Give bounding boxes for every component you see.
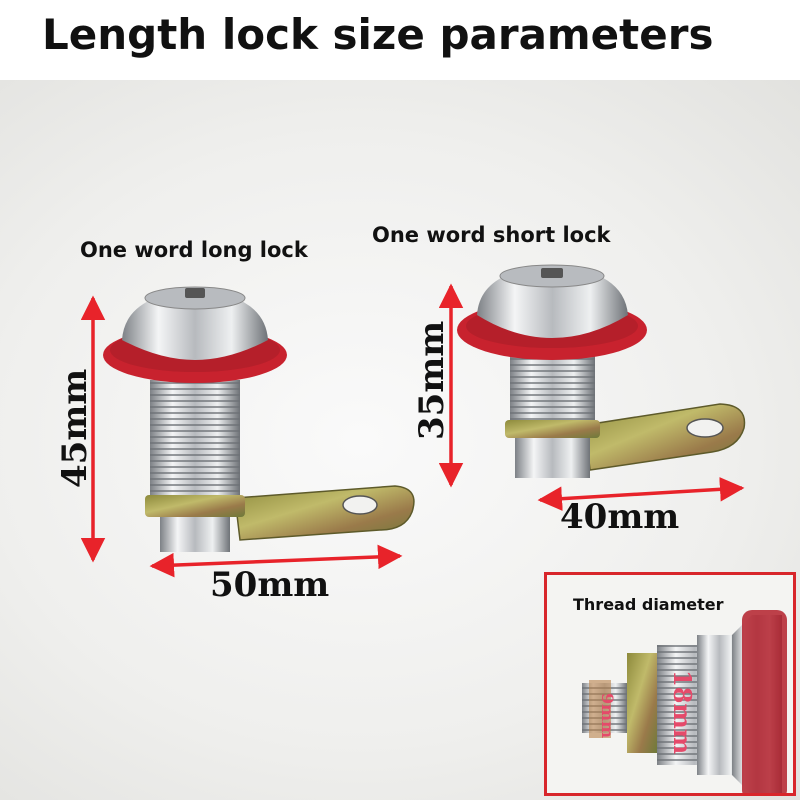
long-lock [103,286,415,552]
long-height-dimension: 45mm [55,368,95,488]
dimension-arrows [80,283,745,578]
long-width-dimension: 50mm [210,565,330,605]
short-lock-label: One word short lock [372,223,611,247]
long-lock-label: One word long lock [80,238,308,262]
thread-closeup [582,610,787,793]
thread-inner-dimension: 9mm [598,693,617,738]
page-title: Length lock size parameters [42,10,714,59]
thread-outer-dimension: 18mm [668,670,697,755]
thread-diameter-inset: Thread diameter 18mm 9mm [544,572,796,796]
short-lock [457,264,746,478]
short-width-dimension: 40mm [560,497,680,537]
short-height-dimension: 35mm [412,320,452,440]
thread-diameter-label: Thread diameter [573,595,724,614]
title-bar [0,0,800,80]
